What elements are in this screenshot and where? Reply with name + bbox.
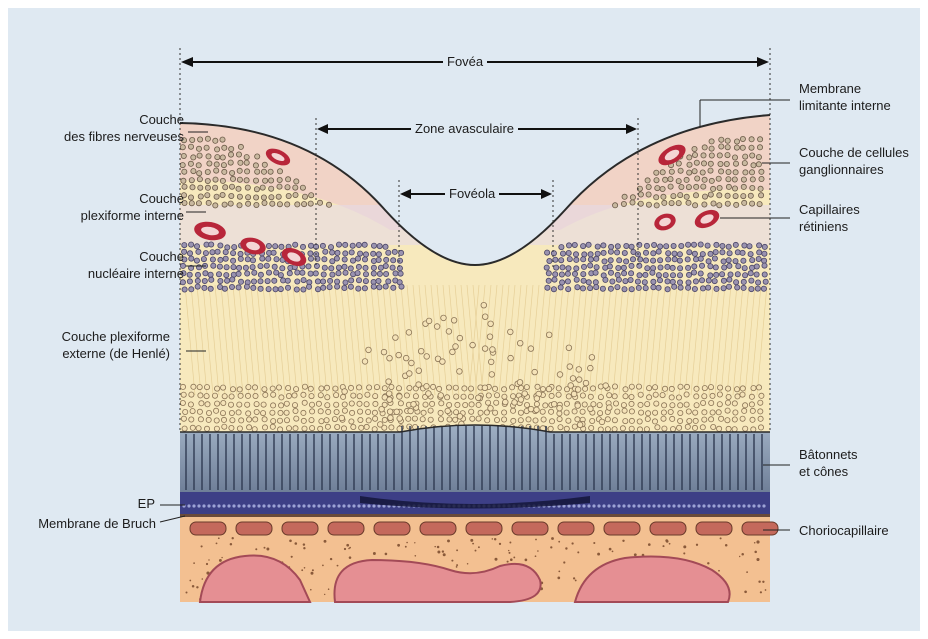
choroid-layer [180, 517, 778, 602]
avascular-zone-label: Zone avasculaire [411, 121, 518, 136]
bruch-membrane-line [180, 514, 770, 517]
inner-nuclear-layer-label: Couche nucléaire interne [88, 248, 184, 282]
inner-limiting-membrane-label: Membrane limitante interne [799, 80, 891, 114]
nerve-fiber-layer-label: Couche des fibres nerveuses [64, 111, 184, 145]
photoreceptor-layer [180, 425, 770, 492]
retinal-capillaries-label: Capillaires rétiniens [799, 201, 860, 235]
foveola-label: Fovéola [445, 186, 499, 201]
rods-cones-label: Bâtonnets et cônes [799, 446, 858, 480]
fovea-label: Fovéa [443, 54, 487, 69]
inner-plexiform-layer-label: Couche plexiforme interne [81, 190, 184, 224]
choriocapillaris-label: Choriocapillaire [799, 522, 889, 539]
bruch-membrane-label: Membrane de Bruch [38, 515, 156, 532]
ganglion-cell-layer-label: Couche de cellules ganglionnaires [799, 144, 909, 178]
outer-plexiform-layer-label: Couche plexiforme externe (de Henlé) [62, 328, 170, 362]
rpe-layer [180, 492, 770, 514]
rpe-label: EP [138, 495, 155, 512]
